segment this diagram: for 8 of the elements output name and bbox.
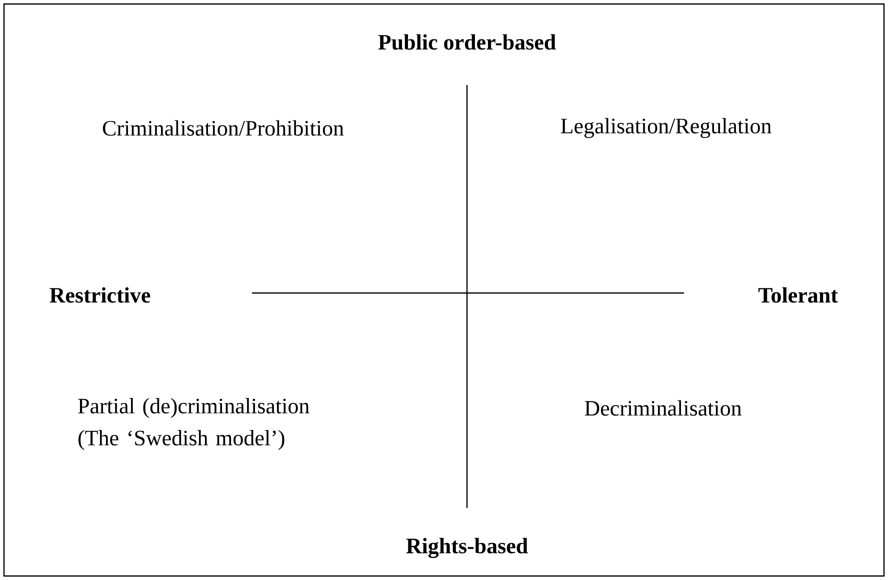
- quadrant-label: Legalisation/Regulation: [560, 118, 772, 138]
- quadrant-label: Decriminalisation: [584, 400, 742, 416]
- axis-label: Rights-based: [406, 538, 528, 558]
- axis-label: Tolerant: [758, 287, 838, 303]
- quadrant-label: Criminalisation/Prohibition: [102, 120, 344, 136]
- quadrant-label: Partial (de)criminalisation (The ‘Swedish model’): [78, 398, 310, 450]
- axis-label: Public order-based: [378, 34, 556, 50]
- axis-label: Restrictive: [50, 287, 150, 303]
